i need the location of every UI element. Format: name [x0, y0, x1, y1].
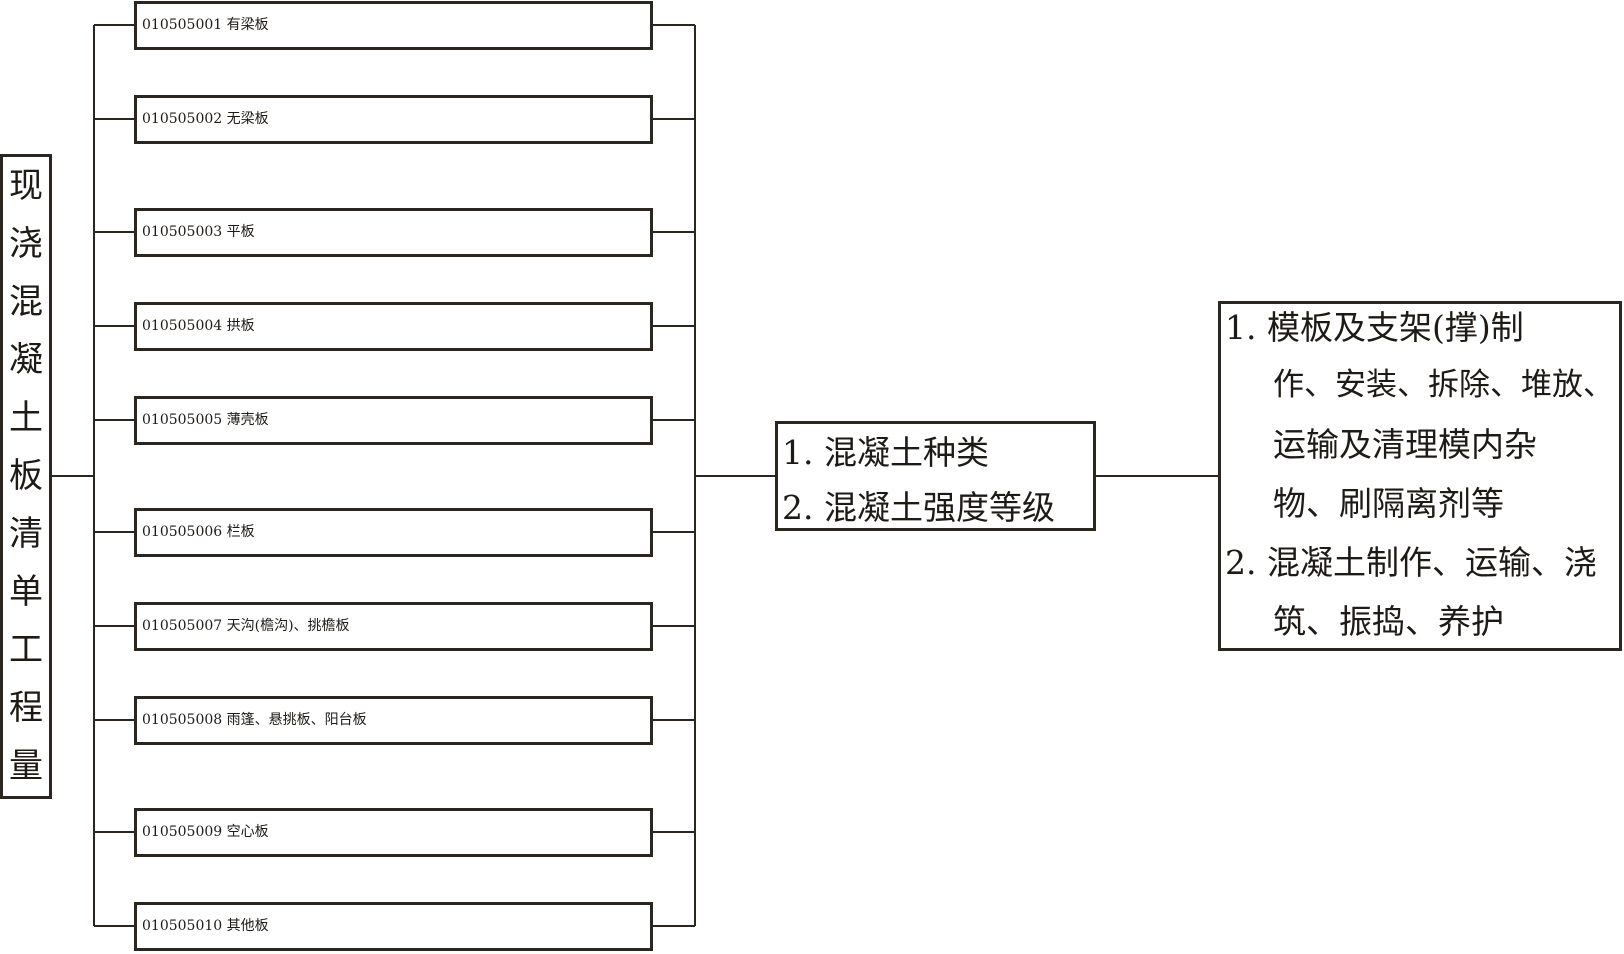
item-box-010505006: 010505006 栏板	[134, 508, 653, 557]
root-title-char: 清	[9, 514, 43, 554]
item-box-010505008: 010505008 雨篷、悬挑板、阳台板	[134, 696, 653, 745]
item-box-010505003: 010505003 平板	[134, 208, 653, 257]
feature-line: 1. 混凝土种类	[782, 433, 989, 472]
work-content-line: 筑、振捣、养护	[1273, 602, 1504, 641]
feature-box: 1. 混凝土种类 2. 混凝土强度等级	[775, 421, 1096, 531]
work-content-line: 运输及清理模内杂	[1273, 425, 1537, 464]
work-content-line: 物、刷隔离剂等	[1273, 484, 1504, 523]
work-content-line: 1. 模板及支架(撑)制	[1225, 308, 1524, 347]
item-box-010505004: 010505004 拱板	[134, 302, 653, 351]
work-content-line: 作、安装、拆除、堆放、	[1273, 367, 1614, 403]
root-title-char: 凝	[9, 340, 43, 380]
item-box-010505010: 010505010 其他板	[134, 902, 653, 951]
root-title-char: 浇	[9, 224, 43, 264]
root-title-char: 程	[9, 688, 43, 728]
item-box-010505005: 010505005 薄壳板	[134, 396, 653, 445]
root-title-box: 现 浇 混 凝 土 板 清 单 工 程 量	[0, 154, 52, 799]
root-title-char: 量	[9, 746, 43, 786]
root-title-char: 单	[9, 572, 43, 612]
item-box-010505007: 010505007 天沟(檐沟)、挑檐板	[134, 602, 653, 651]
work-content-box: 1. 模板及支架(撑)制 作、安装、拆除、堆放、 运输及清理模内杂 物、刷隔离剂…	[1218, 301, 1622, 651]
root-title-char: 工	[9, 630, 43, 670]
root-title-char: 混	[9, 282, 43, 322]
root-title-char: 现	[9, 166, 43, 206]
item-box-010505002: 010505002 无梁板	[134, 95, 653, 144]
feature-line: 2. 混凝土强度等级	[782, 488, 1055, 527]
root-title-char: 板	[9, 456, 43, 496]
item-box-010505001: 010505001 有梁板	[134, 1, 653, 50]
root-title-char: 土	[9, 398, 43, 438]
item-box-010505009: 010505009 空心板	[134, 808, 653, 857]
work-content-line: 2. 混凝土制作、运输、浇	[1225, 543, 1597, 582]
